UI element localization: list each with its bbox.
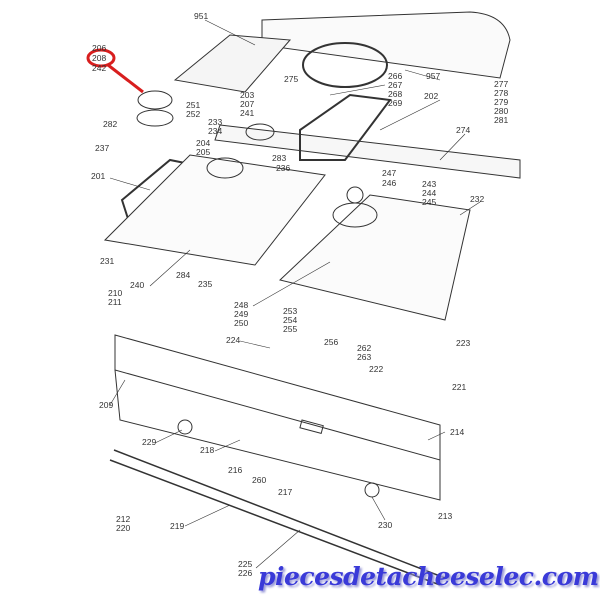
vent-rail <box>214 124 521 179</box>
hob-left <box>103 154 326 266</box>
part-label: 226 <box>238 568 253 578</box>
part-label: 279 <box>494 97 509 107</box>
part-label: 282 <box>103 119 118 129</box>
part-label: 266 <box>388 71 403 81</box>
part-label: 951 <box>194 11 209 21</box>
part-label: 240 <box>130 280 145 290</box>
part-label: 269 <box>388 98 403 108</box>
part-label: 209 <box>99 400 114 410</box>
part-label: 246 <box>382 178 397 188</box>
hob-right <box>278 194 471 321</box>
part-label: 281 <box>494 115 509 125</box>
burner-top <box>245 123 275 141</box>
part-label: 241 <box>240 108 255 118</box>
part-label: 247 <box>382 168 397 178</box>
part-label: 262 <box>357 343 372 353</box>
part-label: 201 <box>91 171 106 181</box>
part-label: 251 <box>186 100 201 110</box>
part-label: 250 <box>234 318 249 328</box>
part-label: 223 <box>456 338 471 348</box>
burner-base <box>136 109 174 127</box>
part-label: 277 <box>494 79 509 89</box>
leader-lines <box>109 19 481 569</box>
part-label: 284 <box>176 270 191 280</box>
part-label-highlighted: 208 <box>92 53 107 63</box>
part-label: 229 <box>142 437 157 447</box>
part-label: 203 <box>240 90 255 100</box>
part-label: 230 <box>378 520 393 530</box>
part-label: 216 <box>228 465 243 475</box>
knob-229 <box>177 419 193 435</box>
backsplash <box>261 11 511 79</box>
part-label: 219 <box>170 521 185 531</box>
highlight-leader <box>107 63 144 94</box>
part-label: 254 <box>283 315 298 325</box>
burner-center <box>206 157 244 179</box>
display-window <box>299 419 324 435</box>
part-label: 245 <box>422 197 437 207</box>
knob-230 <box>364 482 380 498</box>
part-label: 255 <box>283 324 298 334</box>
grate-right <box>299 93 392 161</box>
part-label: 260 <box>252 475 267 485</box>
part-label: 233 <box>208 117 223 127</box>
part-label: 225 <box>238 559 253 569</box>
part-label: 205 <box>196 147 211 157</box>
part-label: 231 <box>100 256 115 266</box>
part-label: 268 <box>388 89 403 99</box>
part-label: 237 <box>95 143 110 153</box>
part-label: 275 <box>284 74 299 84</box>
part-label: 207 <box>240 99 255 109</box>
burner-cap-right <box>346 186 364 204</box>
control-panel <box>114 334 441 461</box>
part-label: 232 <box>470 194 485 204</box>
part-label: 234 <box>208 126 223 136</box>
part-label: 218 <box>200 445 215 455</box>
part-label: 283 <box>272 153 287 163</box>
part-label: 242 <box>92 63 107 73</box>
part-label: 204 <box>196 138 211 148</box>
part-label: 244 <box>422 188 437 198</box>
handle-bar <box>109 449 446 586</box>
part-label: 252 <box>186 109 201 119</box>
part-label: 222 <box>369 364 384 374</box>
part-label: 236 <box>276 163 291 173</box>
part-label: 253 <box>283 306 298 316</box>
part-label: 249 <box>234 309 249 319</box>
part-label: 274 <box>456 125 471 135</box>
part-label: 210 <box>108 288 123 298</box>
part-label: 211 <box>108 297 122 307</box>
griddle-plate <box>173 34 292 93</box>
part-label: 224 <box>226 335 241 345</box>
part-label: 214 <box>450 427 465 437</box>
part-label: 217 <box>278 487 293 497</box>
wok-ring <box>302 42 388 88</box>
watermark: piecesdetacheeselec.com <box>258 562 599 591</box>
part-label: 235 <box>198 279 213 289</box>
part-label: 248 <box>234 300 249 310</box>
part-label: 206 <box>92 43 107 53</box>
highlight-circle <box>86 48 116 68</box>
part-label: 221 <box>452 382 467 392</box>
part-label: 280 <box>494 106 509 116</box>
part-label: 213 <box>438 511 453 521</box>
part-label: 278 <box>494 88 509 98</box>
part-label: 267 <box>388 80 403 90</box>
part-label: 243 <box>422 179 437 189</box>
part-label: 220 <box>116 523 131 533</box>
part-label: 212 <box>116 514 131 524</box>
part-label: 202 <box>424 91 439 101</box>
part-label: 256 <box>324 337 339 347</box>
part-label: 957 <box>426 71 441 81</box>
burner-cap-208 <box>137 90 173 110</box>
part-label: 263 <box>357 352 372 362</box>
